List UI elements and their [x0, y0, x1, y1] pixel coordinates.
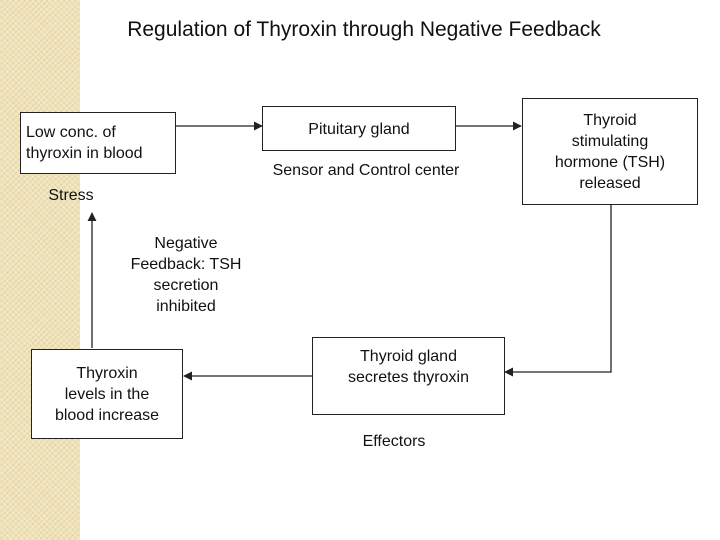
diagram-title: Regulation of Thyroxin through Negative … [127, 18, 601, 41]
node-thyroxin-levels-increase: Thyroxin levels in the blood increase [31, 349, 183, 439]
node-low-conc-thyroxin: Low conc. of thyroxin in blood [20, 112, 176, 174]
node-pituitary-gland: Pituitary gland [262, 106, 456, 151]
label-negative-feedback: Negative Feedback: TSH secretion inhibit… [130, 235, 242, 315]
node-pituitary-gland-label: Pituitary gland [308, 121, 410, 138]
node-thyroid-gland: Thyroid gland secretes thyroxin [312, 337, 505, 415]
decorative-side-stripe [0, 0, 80, 540]
label-stress: Stress [48, 187, 94, 204]
node-thyroid-gland-label: Thyroid gland secretes thyroxin [348, 348, 469, 386]
node-tsh-released-label: Thyroid stimulating hormone (TSH) releas… [554, 111, 666, 192]
arrow-tsh-to-thyroid-gland [504, 205, 612, 377]
node-low-conc-thyroxin-label: Low conc. of thyroxin in blood [26, 124, 143, 162]
node-thyroxin-levels-increase-label: Thyroxin levels in the blood increase [54, 364, 160, 424]
node-tsh-released: Thyroid stimulating hormone (TSH) releas… [522, 98, 698, 205]
label-effectors: Effectors [362, 433, 426, 450]
label-sensor-control-center: Sensor and Control center [272, 162, 460, 179]
